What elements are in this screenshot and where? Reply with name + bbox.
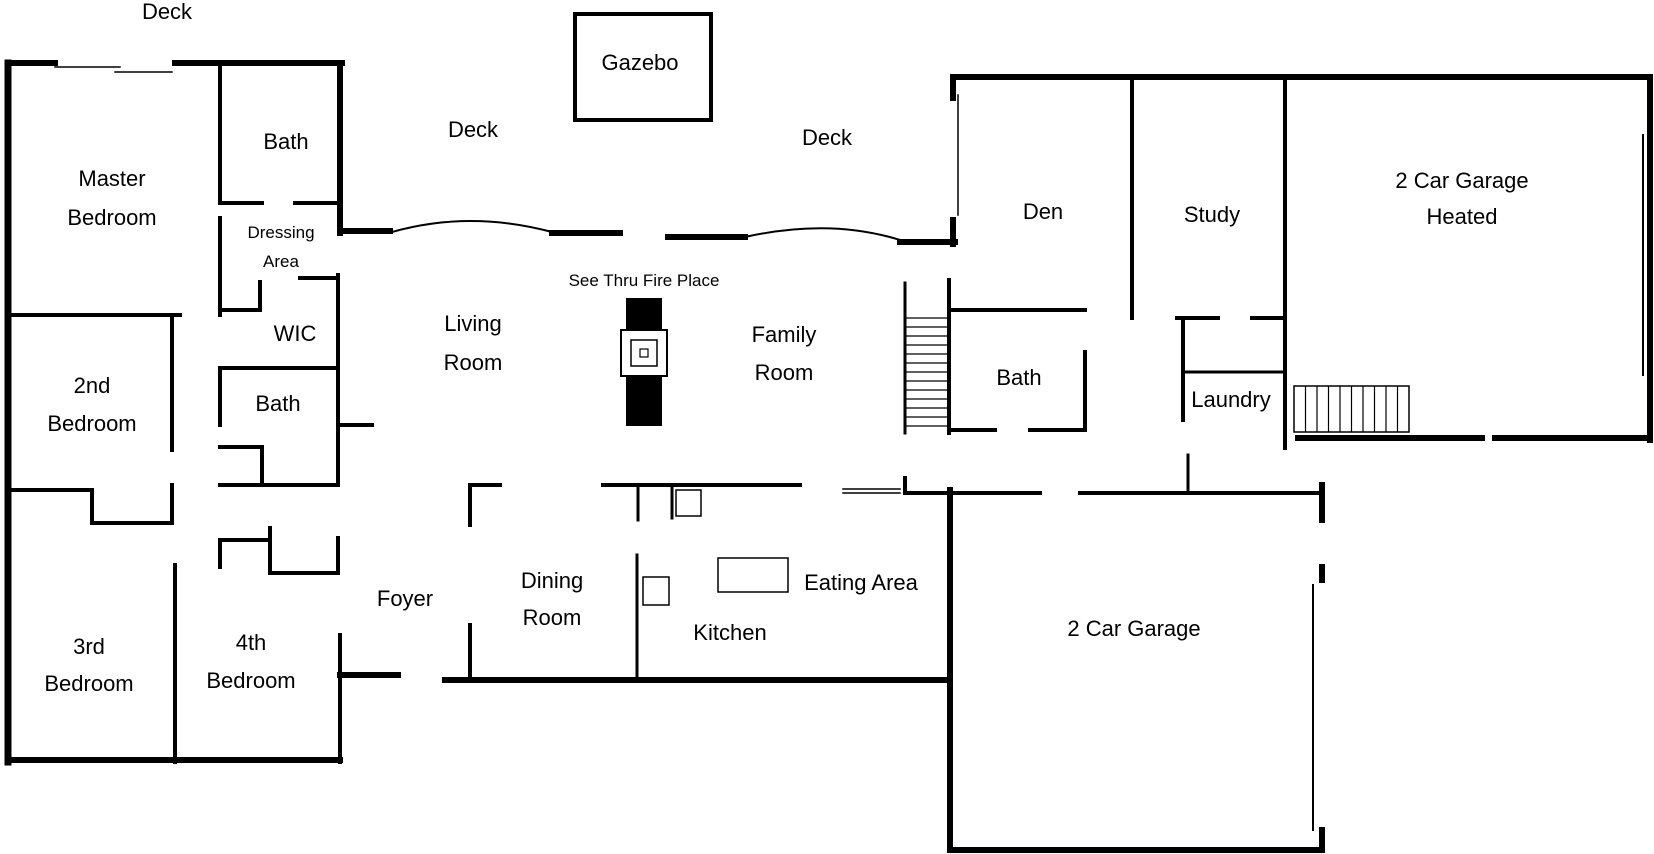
- eating-island: [717, 557, 789, 593]
- label-family-room-1: Family: [752, 322, 817, 347]
- label-garage-heated-1: 2 Car Garage: [1395, 168, 1528, 193]
- label-eating-area: Eating Area: [804, 570, 919, 595]
- label-living-room-1: Living: [444, 311, 501, 336]
- label-laundry: Laundry: [1191, 387, 1271, 412]
- label-dressing-1: Dressing: [247, 223, 314, 242]
- label-hall-bath: Bath: [255, 391, 300, 416]
- label-dining-room-1: Dining: [521, 568, 583, 593]
- label-den: Den: [1023, 199, 1063, 224]
- label-living-room-2: Room: [444, 350, 503, 375]
- label-deck-right: Deck: [802, 125, 853, 150]
- window-living: [390, 220, 554, 234]
- label-master-bedroom-1: Master: [78, 166, 145, 191]
- label-fourth-bedroom-2: Bedroom: [206, 668, 295, 693]
- stair-treads: [905, 317, 949, 427]
- window-family: [743, 227, 902, 242]
- room-labels: Deck Gazebo Deck Deck Master Bedroom Bat…: [44, 0, 1528, 696]
- label-second-bedroom-2: Bedroom: [47, 411, 136, 436]
- label-study: Study: [1184, 202, 1240, 227]
- label-dressing-2: Area: [263, 252, 299, 271]
- label-kitchen: Kitchen: [693, 620, 766, 645]
- label-garage-heated-2: Heated: [1427, 204, 1498, 229]
- fireplace-core: [639, 348, 649, 358]
- label-deck-center: Deck: [448, 117, 499, 142]
- label-deck-top-left: Deck: [142, 0, 193, 24]
- label-third-bedroom-2: Bedroom: [44, 671, 133, 696]
- kitchen-appliance-a: [675, 489, 702, 517]
- fireplace-icon: [620, 298, 668, 426]
- label-second-bedroom-1: 2nd: [74, 373, 111, 398]
- label-fireplace: See Thru Fire Place: [569, 271, 720, 290]
- label-gazebo: Gazebo: [601, 50, 678, 75]
- label-master-bath: Bath: [263, 129, 308, 154]
- gazebo-outline: [573, 12, 713, 122]
- label-fourth-bedroom-1: 4th: [236, 630, 267, 655]
- label-third-bedroom-1: 3rd: [73, 634, 105, 659]
- label-wic: WIC: [274, 321, 317, 346]
- label-master-bedroom-2: Bedroom: [67, 205, 156, 230]
- label-garage: 2 Car Garage: [1067, 616, 1200, 641]
- garage-stair-treads: [1304, 386, 1399, 432]
- label-foyer: Foyer: [377, 586, 433, 611]
- walls: [4, 12, 1653, 853]
- label-dining-room-2: Room: [523, 605, 582, 630]
- label-bath-center: Bath: [996, 365, 1041, 390]
- kitchen-appliance-b: [642, 576, 670, 606]
- label-family-room-2: Room: [755, 360, 814, 385]
